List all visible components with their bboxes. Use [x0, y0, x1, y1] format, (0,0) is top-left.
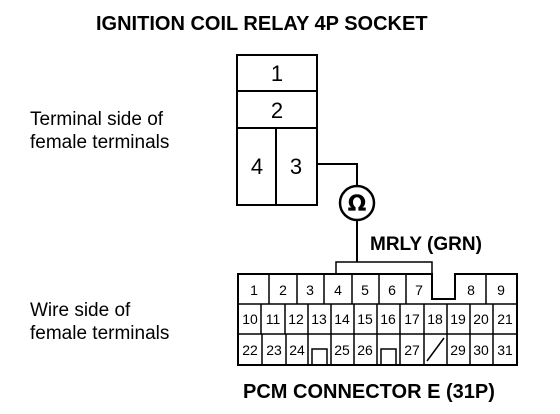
pcm-terminal: 26 [357, 342, 373, 358]
wire-terminal3-to-meter [317, 163, 358, 186]
pcm-terminal: 3 [306, 282, 314, 298]
pcm-terminal: 22 [242, 342, 258, 358]
pcm-terminal: 5 [361, 282, 369, 298]
diagram-title: IGNITION COIL RELAY 4P SOCKET [96, 13, 428, 35]
pcm-terminal: 29 [450, 342, 466, 358]
pcm-terminal: 6 [388, 282, 396, 298]
pcm-terminal: 9 [497, 282, 505, 298]
relay-terminal-1: 1 [271, 61, 283, 86]
pcm-side-label-2: female terminals [30, 323, 169, 344]
unused-cavity-mark [426, 337, 445, 362]
pcm-connector-caption: PCM CONNECTOR E (31P) [243, 381, 495, 403]
pcm-terminal: 24 [289, 342, 305, 358]
pcm-terminal: 1 [250, 282, 258, 298]
pcm-terminal: 11 [266, 311, 281, 327]
pcm-terminal: 12 [288, 311, 304, 327]
pcm-terminal: 21 [497, 311, 513, 327]
relay-socket: 1 2 4 3 [236, 54, 318, 206]
pcm-connector: 1 2 3 4 5 6 7 8 9 10 11 12 13 14 15 16 1… [237, 273, 518, 366]
pcm-terminal: 19 [450, 311, 466, 327]
ohm-icon: Ω [348, 192, 367, 217]
pcm-terminal: 31 [497, 342, 513, 358]
pcm-terminal: 18 [427, 311, 443, 327]
pcm-terminal: 16 [380, 311, 396, 327]
relay-side-label-1: Terminal side of [30, 109, 164, 130]
pcm-terminal: 17 [404, 311, 420, 327]
relay-side-label-2: female terminals [30, 132, 169, 153]
pcm-terminal: 30 [473, 342, 489, 358]
pcm-side-label-1: Wire side of [30, 300, 131, 321]
pcm-terminal: 15 [357, 311, 373, 327]
pcm-terminal: 2 [279, 282, 287, 298]
pcm-terminal: 13 [311, 311, 327, 327]
pcm-terminal: 27 [404, 342, 420, 358]
pcm-terminal: 14 [334, 311, 350, 327]
pcm-terminal: 23 [266, 342, 282, 358]
key-notch-left [311, 348, 328, 365]
ohmmeter-circuit: Ω [317, 163, 433, 274]
wire-color-label: MRLY (GRN) [370, 234, 482, 255]
relay-terminal-3: 3 [290, 154, 302, 179]
pcm-terminal: 8 [467, 282, 475, 298]
pcm-terminal: 25 [334, 342, 350, 358]
pcm-terminal: 4 [334, 282, 342, 298]
relay-terminal-4: 4 [251, 154, 263, 179]
relay-terminal-2: 2 [271, 98, 283, 123]
pcm-terminal: 7 [415, 282, 423, 298]
wire-harness-bracket [335, 261, 433, 274]
key-notch-right [380, 348, 397, 365]
pcm-terminal: 20 [473, 311, 489, 327]
pcm-terminal: 10 [242, 311, 258, 327]
